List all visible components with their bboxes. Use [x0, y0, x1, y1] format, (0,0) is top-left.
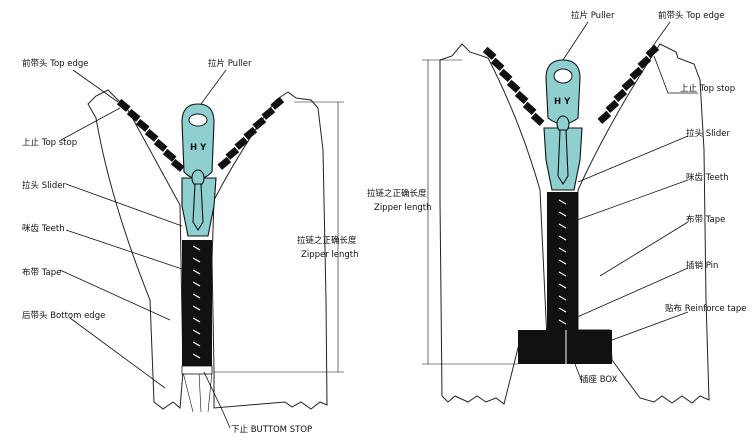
label-left-bottom-stop: 下止 BUTTOM STOP: [231, 424, 312, 435]
right-closed-teeth: [547, 192, 578, 330]
left-leader-top-edge: [72, 69, 119, 103]
label-right-pin: 插销 Pin: [686, 260, 718, 271]
left-slider-mark: H Y: [190, 143, 207, 153]
label-left-bottom-edge: 后带头 Bottom edge: [22, 310, 105, 321]
label-right-slider: 拉头 Slider: [686, 128, 730, 139]
left-leader-top-stop: [60, 107, 121, 141]
label-right-teeth: 咪齿 Teeth: [686, 172, 729, 183]
label-left-slider: 拉头 Slider: [22, 180, 66, 191]
label-right-puller: 拉片 Puller: [571, 10, 615, 21]
left-slider-tongue: [192, 183, 204, 232]
left-leader-slider: [65, 183, 183, 227]
label-right-top-stop: 上止 Top stop: [680, 83, 735, 94]
label-left-puller: 拉片 Puller: [208, 58, 252, 69]
right-leader-box: [574, 363, 583, 383]
right-leader-top-edge: [649, 21, 671, 51]
left-leader-teeth: [65, 229, 186, 271]
label-right-zipper-length-en: Zipper length: [374, 203, 432, 213]
right-leader-puller: [562, 21, 589, 61]
label-right-box: 插座 BOX: [580, 374, 618, 385]
right-leader-reinforce-tape: [611, 311, 689, 341]
label-left-tape: 布带 Tape: [22, 267, 61, 278]
left-diagonal-teeth-left: [116, 98, 185, 172]
label-right-zipper-length-cn: 拉链之正确长度: [367, 188, 427, 199]
left-teeth-separators: [192, 245, 201, 359]
right-tape-left-half: [439, 43, 548, 405]
right-leader-top-stop: [653, 55, 698, 94]
label-right-tape: 布带 Tape: [686, 214, 725, 225]
right-leader-slider: [577, 135, 689, 183]
label-left-teeth: 咪齿 Teeth: [22, 223, 65, 234]
label-left-zipper-length-en: Zipper length: [301, 250, 359, 260]
left-tape-split-line: [207, 371, 213, 413]
left-leader-bottom-stop: [203, 371, 231, 429]
right-zipper-diagram: H Y 拉片 Puller 前带头 Top edge 上止 Top stop 拉…: [367, 10, 746, 405]
right-diagonal-teeth-right: [597, 44, 660, 124]
label-left-zipper-length-cn: 拉链之正确长度: [297, 235, 357, 246]
left-bottom-stop: [181, 365, 213, 375]
left-zipper-diagram: H Y 前带头 Top edge 上止 Top stop 拉头 Slider 咪…: [22, 58, 359, 435]
right-leader-pin: [574, 267, 689, 319]
left-tape-split-line: [182, 371, 194, 413]
left-leader-puller: [200, 69, 227, 105]
right-puller-hole: [553, 68, 573, 84]
right-leader-teeth: [565, 179, 689, 225]
left-closed-teeth: [182, 240, 212, 372]
label-left-top-edge: 前带头 Top edge: [22, 58, 89, 69]
right-slider-tongue: [557, 129, 569, 186]
right-teeth-separators: [558, 199, 567, 325]
label-right-reinforce-tape: 贴布 Reinforce tape: [665, 303, 746, 314]
left-tape-split-line: [198, 371, 202, 413]
right-box: [518, 330, 612, 364]
left-tape-left-half: [87, 89, 184, 410]
label-right-top-edge: 前带头 Top edge: [658, 10, 725, 21]
right-leader-tape: [599, 221, 689, 277]
left-leader-bottom-edge: [69, 317, 166, 389]
left-leader-tape: [59, 269, 171, 321]
right-slider-mark: H Y: [554, 97, 571, 107]
right-diagonal-teeth-left: [482, 46, 545, 126]
left-diagonal-teeth-right: [217, 96, 285, 170]
label-left-top-stop: 上止 Top stop: [22, 137, 77, 148]
left-puller-hole: [188, 113, 208, 127]
